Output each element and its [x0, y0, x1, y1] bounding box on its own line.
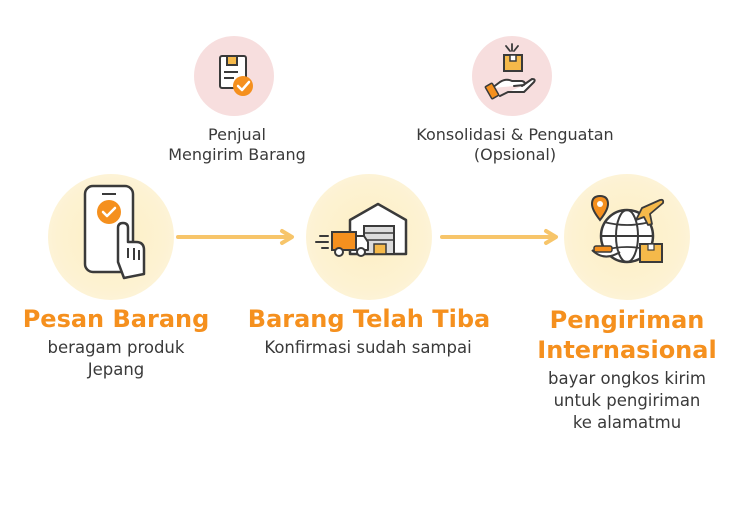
intermediate-caption-2: Konsolidasi & Penguatan (Opsional): [416, 125, 614, 164]
step-1-title: Pesan Barang: [22, 305, 210, 333]
arrow-1: [176, 229, 294, 245]
step-2-title: Barang Telah Tiba: [247, 305, 491, 333]
step-1-desc: beragam produk Jepang: [47, 338, 185, 379]
warehouse-truck-icon: [315, 202, 408, 257]
intermediate-icon-circle-2: [472, 36, 552, 116]
globe-plane-icon: [590, 194, 665, 264]
hand-box-icon: [484, 43, 536, 100]
phone-tap-check-icon: [83, 184, 146, 280]
step-icon-circle-3: [564, 174, 690, 300]
box-check-icon: [219, 55, 253, 96]
step-icon-circle-1: [48, 174, 174, 300]
step-icon-circle-2: [306, 174, 432, 300]
step-2-desc: Konfirmasi sudah sampai: [264, 338, 472, 357]
step-3-title: Pengiriman Internasional: [537, 306, 717, 364]
intermediate-icon-circle-1: [194, 36, 274, 116]
step-3-desc: bayar ongkos kirim untuk pengiriman ke a…: [548, 369, 706, 432]
arrow-2: [440, 229, 558, 245]
intermediate-caption-1: Penjual Mengirim Barang: [168, 125, 306, 164]
